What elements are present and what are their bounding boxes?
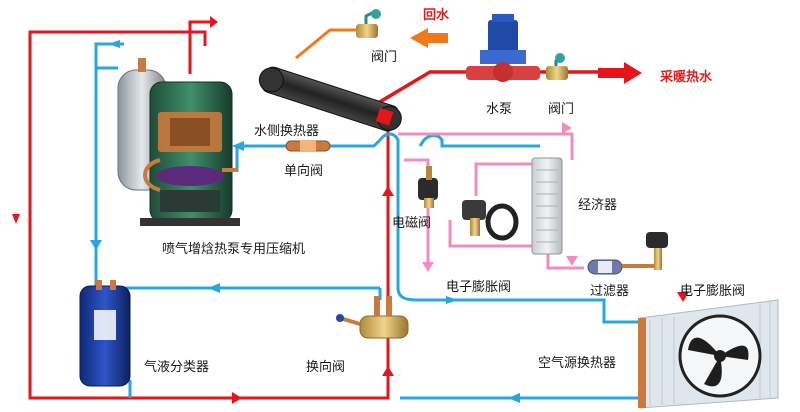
arrow-icon — [232, 392, 242, 404]
arrow-icon — [677, 292, 689, 302]
label-gas-liquid-separator: 气液分类器 — [144, 360, 210, 375]
valve-top — [356, 9, 381, 38]
gas-liquid-separator — [79, 280, 131, 387]
label-water-pump: 水泵 — [486, 102, 513, 117]
red-pipe-hot-water — [377, 70, 598, 105]
pink-pipe-econ-left — [474, 162, 534, 196]
economizer — [531, 157, 563, 255]
pink-pipe-to-filter — [546, 250, 584, 270]
arrow-icon — [446, 296, 458, 304]
electronic-expansion-valve-right — [622, 232, 668, 270]
arrow-icon — [210, 16, 218, 28]
compressor — [140, 81, 240, 226]
fan-icon — [688, 337, 749, 387]
arrow-icon — [382, 186, 394, 196]
flow-arrows — [12, 16, 689, 404]
return-water-arrow — [410, 28, 448, 48]
water-side-heat-exchanger — [258, 66, 402, 132]
label-valve-top: 阀门 — [371, 50, 398, 65]
arrow-icon — [108, 40, 120, 48]
arrow-icon — [232, 141, 244, 151]
solenoid-valve — [418, 166, 438, 208]
label-electronic-expansion-valve-center: 电子膨胀阀 — [446, 280, 512, 295]
arrow-icon — [562, 122, 572, 134]
arrow-icon — [90, 240, 102, 250]
pink-pipe-top — [398, 132, 574, 160]
valve-icon — [371, 9, 381, 19]
arrow-icon — [422, 262, 434, 272]
label-heating-water: 采暖热水 — [660, 70, 713, 85]
label-valve-right: 阀门 — [548, 102, 575, 117]
valve-right — [546, 53, 568, 80]
label-filter: 过滤器 — [590, 284, 630, 299]
pump-icon — [493, 62, 513, 82]
label-air-source-heat-exchanger: 空气源换热器 — [538, 356, 617, 371]
label-economizer: 经济器 — [578, 198, 618, 213]
pink-pipe-solenoid — [404, 158, 430, 268]
red-pipe-discharge — [188, 20, 210, 74]
check-valve — [285, 140, 331, 152]
label-reversing-valve: 换向阀 — [306, 360, 346, 375]
label-compressor: 喷气增焓热泵专用压缩机 — [162, 242, 306, 257]
label-water-side-heat-exchanger: 水侧换热器 — [254, 124, 320, 139]
blue-pipe-economizer — [418, 134, 540, 148]
arrow-icon — [208, 283, 220, 293]
label-return-water: 回水 — [423, 8, 450, 23]
water-pump — [466, 14, 540, 82]
blue-pipe-to-air-hx — [396, 287, 640, 324]
reversing-valve — [336, 296, 409, 339]
label-check-valve: 单向阀 — [284, 164, 324, 179]
heating-water-arrow — [598, 62, 642, 84]
label-electronic-expansion-valve-right: 电子膨胀阀 — [680, 284, 746, 299]
filter — [587, 259, 623, 275]
blue-pipe-hx-out — [378, 132, 400, 288]
arrow-icon — [382, 366, 394, 376]
arrow-icon — [12, 214, 20, 224]
arrow-icon — [566, 256, 578, 266]
red-pipe-outer-loop — [28, 30, 390, 400]
air-source-heat-exchanger — [638, 299, 779, 409]
orange-pipe-return — [295, 28, 358, 60]
arrow-icon — [508, 393, 520, 403]
label-solenoid-valve: 电磁阀 — [392, 216, 432, 231]
electronic-expansion-valve-center — [462, 200, 519, 241]
